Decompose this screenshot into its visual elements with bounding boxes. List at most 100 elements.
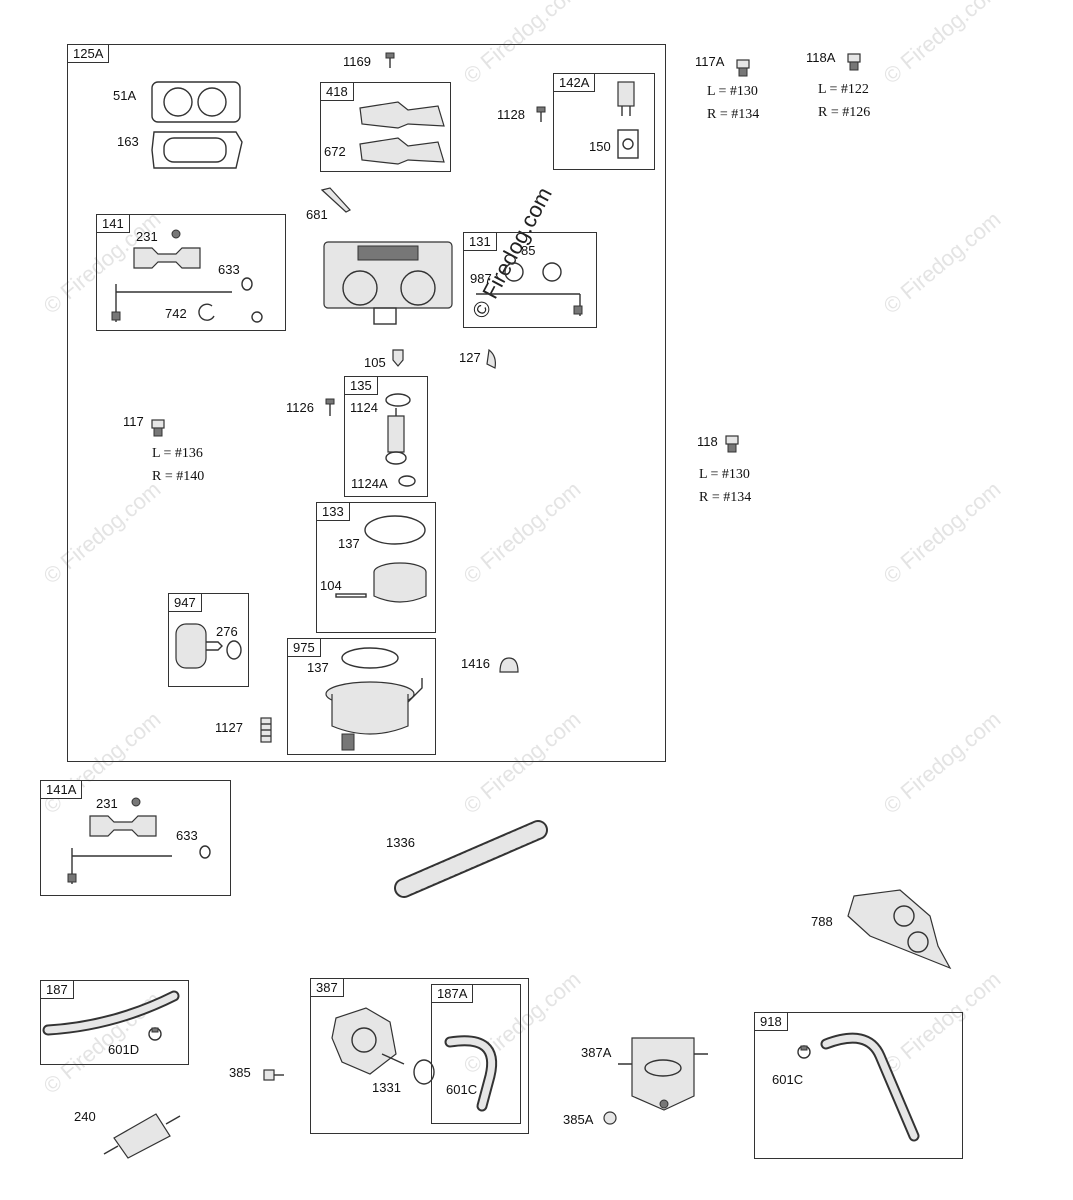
group-tag: 133	[317, 503, 350, 521]
part-label: 601C	[446, 1082, 478, 1097]
part-label: 601D	[108, 1042, 140, 1057]
part-label: 137	[307, 660, 329, 675]
group-142A-frame: 142A	[553, 73, 655, 170]
linkage-141-icon	[111, 284, 232, 322]
linkage-141A-icon	[67, 848, 172, 884]
screw-385A-icon	[603, 1111, 617, 1125]
watermark: © Firedog.com	[878, 476, 1006, 589]
part-label: 1126	[286, 400, 314, 415]
part-label: 1169	[343, 54, 371, 69]
screw-385-icon	[263, 1069, 284, 1081]
cap-1416-icon	[499, 657, 519, 673]
gasket-51A-icon	[151, 81, 241, 123]
watermark: © Firedog.com	[878, 206, 1006, 319]
part-label: 601C	[772, 1072, 804, 1087]
group-tag: 187A	[432, 985, 474, 1003]
gasket-141A-icon	[89, 815, 157, 837]
jet-117-icon	[151, 419, 165, 437]
part-label: 633	[218, 262, 240, 277]
ring-1124A-icon	[398, 475, 416, 487]
group-tag: 131	[464, 233, 497, 251]
screw-1126-icon	[325, 398, 335, 416]
jet-117A-icon	[736, 59, 750, 77]
screw-231b-icon	[131, 797, 141, 807]
group-187-frame: 187	[40, 980, 189, 1065]
part-label: 163	[117, 134, 139, 149]
jet-118A-icon	[847, 53, 861, 71]
group-125A-frame: 125A	[67, 44, 666, 762]
oring-137a-icon	[364, 515, 426, 545]
group-387-frame: 387	[310, 978, 529, 1134]
group-141A-frame: 141A	[40, 780, 231, 896]
fuel-line-187-icon	[42, 990, 180, 1036]
part-label: 240	[74, 1109, 96, 1124]
fuel-pump-387-icon	[331, 1007, 405, 1075]
part-label: 127	[459, 350, 481, 365]
float-135-icon	[385, 393, 411, 465]
note-R: R = #134	[699, 490, 752, 505]
part-label: 231	[96, 796, 118, 811]
screw-1127-icon	[260, 717, 272, 743]
screw-1128-icon	[536, 106, 546, 122]
note-L: L = #122	[818, 82, 869, 97]
group-tag: 187	[41, 981, 74, 999]
clamp-601D-icon	[148, 1027, 162, 1041]
hose-1336-icon	[394, 820, 548, 898]
group-tag: 141	[97, 215, 130, 233]
gasket-141-icon	[133, 247, 201, 269]
part-label: 385A	[563, 1112, 594, 1127]
part-label: 276	[216, 624, 238, 639]
part-label: 633	[176, 828, 198, 843]
gasket-418-icon	[359, 101, 445, 129]
part-label: 104	[320, 578, 342, 593]
pin-104-icon	[335, 593, 367, 598]
note-L: L = #136	[152, 446, 203, 461]
part-label: 117A	[695, 54, 725, 69]
screw-1169-icon	[385, 52, 395, 68]
group-187A-frame: 187A	[431, 984, 521, 1124]
part-label: 105	[364, 355, 386, 370]
carburetor-body-icon	[323, 241, 453, 325]
fuel-pump-387A-icon	[618, 1037, 708, 1111]
washer-633b-icon	[199, 845, 211, 859]
plug-127-icon	[486, 348, 496, 369]
group-135-frame: 135	[344, 376, 428, 497]
group-tag: 947	[169, 594, 202, 612]
part-label: 85	[521, 243, 536, 258]
group-141-frame: 141	[96, 214, 286, 331]
group-tag: 142A	[554, 74, 596, 92]
clamp-601Cb-icon	[797, 1045, 811, 1059]
oring-137b-icon	[341, 647, 399, 669]
group-tag: 418	[321, 83, 354, 101]
solenoid-142A-icon	[617, 81, 635, 116]
part-label: 672	[324, 144, 346, 159]
oring-1331-icon	[413, 1059, 435, 1085]
part-label: 742	[165, 306, 187, 321]
part-label: 387A	[581, 1045, 612, 1060]
plate-131-icon	[476, 262, 583, 316]
part-label: 1128	[497, 107, 525, 122]
part-label: 1331	[372, 1080, 401, 1095]
group-975-frame: 975	[287, 638, 436, 755]
note-R: R = #140	[152, 469, 205, 484]
screw-231-icon	[171, 229, 181, 239]
group-tag: 135	[345, 377, 378, 395]
note-L: L = #130	[699, 467, 750, 482]
gasket-672-icon	[359, 137, 445, 165]
part-label: 788	[811, 914, 833, 929]
part-label: 118	[697, 434, 718, 449]
group-tag: 975	[288, 639, 321, 657]
group-947-frame: 947	[168, 593, 249, 687]
hose-187A-icon	[444, 1035, 497, 1112]
bracket-788-icon	[847, 889, 952, 970]
part-label: 51A	[113, 88, 137, 103]
part-label: 1124	[350, 400, 378, 415]
group-tag: 387	[311, 979, 344, 997]
washer-742b-icon	[251, 311, 263, 323]
part-label: 118A	[806, 50, 836, 65]
part-label: 681	[306, 207, 328, 222]
part-label: 137	[338, 536, 360, 551]
part-label: 150	[589, 139, 611, 154]
part-label: 1336	[386, 835, 415, 850]
group-tag: 125A	[68, 45, 110, 63]
